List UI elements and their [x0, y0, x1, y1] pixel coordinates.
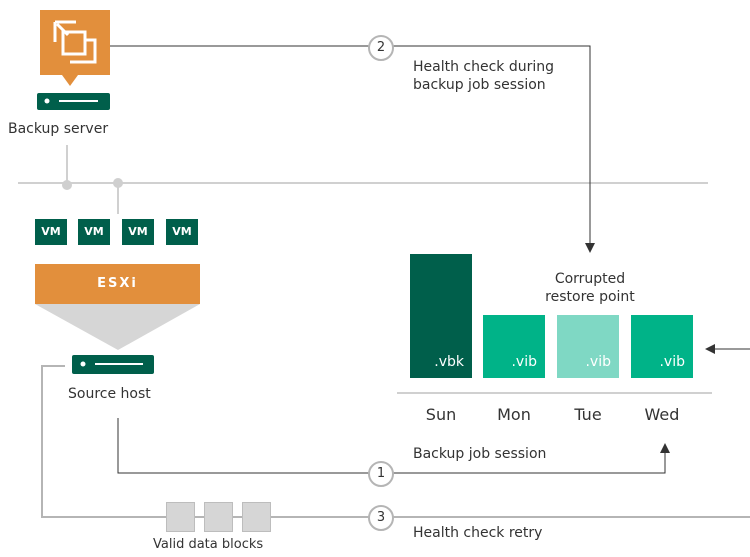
restore-point-file: .vib — [557, 315, 619, 378]
network-node — [62, 180, 72, 190]
file-extension: .vbk — [434, 354, 464, 370]
source-host-server-icon — [72, 355, 154, 374]
vm-box: VM — [122, 219, 154, 245]
health-check-label: Health check during backup job session — [413, 59, 555, 93]
day-label: Mon — [497, 405, 531, 424]
vm-box: VM — [35, 219, 67, 245]
backup-server-label: Backup server — [8, 121, 109, 137]
health-retry-line — [41, 365, 750, 518]
restore-point-file: .vbk — [410, 254, 472, 378]
step-number: 1 — [368, 461, 394, 487]
backup-session-label: Backup job session — [413, 446, 547, 462]
backup-session-arrow — [117, 418, 670, 474]
health-retry-label: Health check retry — [413, 525, 543, 541]
data-block — [166, 502, 195, 532]
esxi-label: ESXi — [35, 264, 200, 304]
day-label: Sun — [425, 405, 457, 424]
file-extension: .vib — [659, 354, 685, 370]
restore-point-file: .vib — [483, 315, 545, 378]
day-label: Wed — [644, 405, 680, 424]
step-number: 3 — [368, 505, 394, 531]
network-node — [113, 178, 123, 188]
data-block — [242, 502, 271, 532]
source-host-label: Source host — [68, 386, 151, 402]
data-block — [204, 502, 233, 532]
file-extension: .vib — [585, 354, 611, 370]
file-extension: .vib — [511, 354, 537, 370]
valid-data-blocks-label: Valid data blocks — [153, 537, 264, 552]
backup-server-icon — [37, 10, 110, 110]
restore-point-file: .vib — [631, 315, 693, 378]
vm-box: VM — [78, 219, 110, 245]
corrupted-restore-point-label: Corrupted restore point — [545, 271, 635, 305]
health-check-arrow — [110, 45, 595, 253]
step-number: 2 — [368, 35, 394, 61]
esxi-host-base — [35, 304, 200, 350]
day-label: Tue — [574, 405, 602, 424]
vm-box: VM — [166, 219, 198, 245]
